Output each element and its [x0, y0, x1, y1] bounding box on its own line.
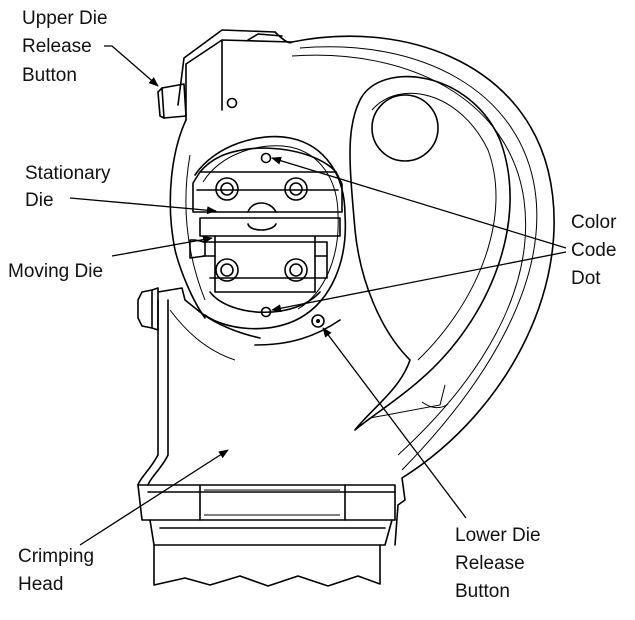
svg-text:Release: Release [455, 553, 525, 574]
label-color-code-dot: Color Code Dot [571, 212, 617, 289]
label-stationary-die: Stationary Die [25, 163, 111, 211]
svg-text:Button: Button [22, 65, 77, 86]
svg-text:Head: Head [18, 574, 63, 595]
pointer-crimping-head [79, 449, 229, 546]
label-crimping-head: Crimping Head [18, 546, 94, 595]
die-ring [194, 135, 347, 330]
tool-body [157, 29, 555, 546]
color-code-dot-bottom [260, 306, 272, 318]
outer-frame [185, 35, 555, 546]
color-code-dot-top [260, 152, 272, 164]
lower-housing [137, 287, 396, 587]
pointer-stationary-die [69, 197, 217, 215]
svg-text:Color: Color [571, 212, 617, 233]
pointer-moving-die [111, 235, 213, 257]
pointer-color-code-dot-bottom [271, 251, 567, 313]
moving-die [189, 217, 341, 314]
svg-text:Release: Release [22, 36, 92, 57]
frame-hole [371, 94, 439, 162]
svg-text:Dot: Dot [571, 268, 601, 289]
pointer-color-code-dot-top [271, 156, 567, 249]
svg-text:Code: Code [571, 240, 616, 261]
lower-die-release-button [311, 314, 325, 328]
svg-text:Moving Die: Moving Die [8, 261, 103, 282]
stationary-die [192, 147, 343, 213]
svg-text:Stationary: Stationary [25, 163, 111, 184]
die-assembly [189, 135, 347, 346]
label-moving-die: Moving Die [8, 261, 103, 282]
svg-text:Upper Die: Upper Die [22, 8, 108, 29]
pointer-upper-die-release [104, 45, 159, 87]
label-upper-die-release: Upper Die Release Button [22, 8, 108, 86]
svg-text:Button: Button [455, 581, 510, 602]
label-lower-die-release: Lower Die Release Button [455, 525, 541, 602]
svg-text:Die: Die [25, 190, 54, 211]
pointer-lines [69, 45, 567, 546]
svg-text:Lower Die: Lower Die [455, 525, 541, 546]
svg-text:Crimping: Crimping [18, 546, 94, 567]
pointer-lower-die-release [322, 327, 467, 519]
upper-die-release-button [157, 83, 187, 119]
